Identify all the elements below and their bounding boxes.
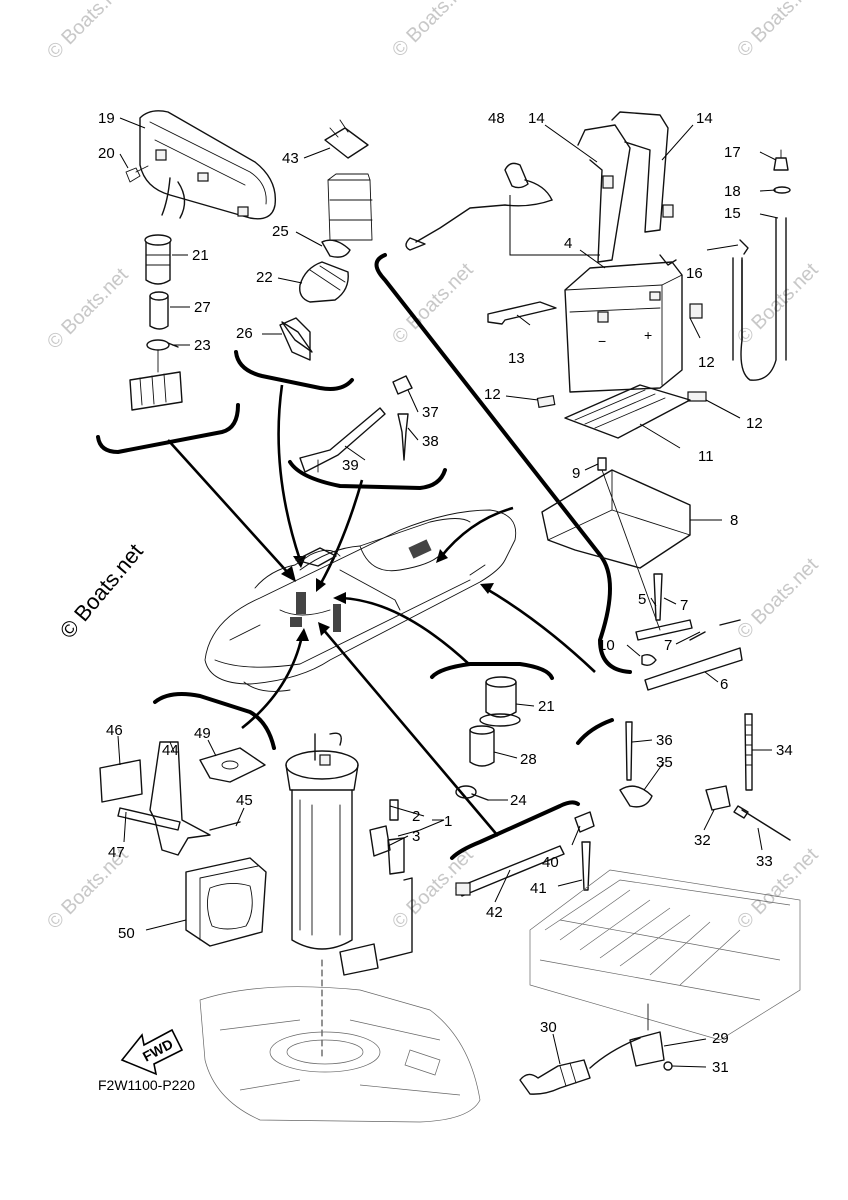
meter-assembly — [125, 110, 277, 411]
battery-straps — [577, 111, 674, 263]
parts-37-38-39 — [299, 375, 413, 473]
forward-direction-arrow: FWD — [120, 1028, 184, 1076]
ecu-bracket-group — [99, 741, 267, 947]
callout-8: 8 — [730, 512, 738, 529]
callout-47: 47 — [108, 844, 125, 861]
watermark: © Boats.net — [733, 844, 823, 934]
parts-25-22-26 — [279, 239, 351, 361]
callout-34: 34 — [776, 742, 793, 759]
parts-40-41-42 — [455, 811, 595, 897]
group-brackets — [96, 253, 632, 860]
callout-28: 28 — [520, 751, 537, 768]
callout-49: 49 — [194, 725, 211, 742]
callout-12: 12 — [698, 354, 715, 371]
callout-25: 25 — [272, 223, 289, 240]
callout-12: 12 — [484, 386, 501, 403]
callout-21: 21 — [538, 698, 555, 715]
callout-23: 23 — [194, 337, 211, 354]
callout-33: 33 — [756, 853, 773, 870]
svg-text:−: − — [598, 333, 606, 349]
vent-hose — [732, 149, 791, 381]
callout-15: 15 — [724, 205, 741, 222]
callout-26: 26 — [236, 325, 253, 342]
callout-1: 1 — [444, 813, 452, 830]
battery-pads — [487, 301, 707, 439]
battery: − + — [564, 254, 683, 393]
callout-14: 14 — [696, 110, 713, 127]
watermark: © Boats.net — [733, 259, 823, 349]
watercraft-hull — [204, 509, 517, 692]
callout-38: 38 — [422, 433, 439, 450]
callout-9: 9 — [572, 465, 580, 482]
callout-14: 14 — [528, 110, 545, 127]
callout-48: 48 — [488, 110, 505, 127]
callout-18: 18 — [724, 183, 741, 200]
callout-7: 7 — [664, 637, 672, 654]
callout-3: 3 — [412, 828, 420, 845]
callout-20: 20 — [98, 145, 115, 162]
callout-5: 5 — [638, 591, 646, 608]
callout-45: 45 — [236, 792, 253, 809]
callout-43: 43 — [282, 150, 299, 167]
battery-box — [541, 457, 743, 691]
callout-2: 2 — [412, 808, 420, 825]
callout-12: 12 — [746, 415, 763, 432]
watermark: © Boats.net — [43, 0, 133, 64]
callout-17: 17 — [724, 144, 741, 161]
callout-24: 24 — [510, 792, 527, 809]
callout-37: 37 — [422, 404, 439, 421]
deck-frame — [529, 869, 801, 1041]
callout-40: 40 — [542, 854, 559, 871]
parts-29-30-31 — [519, 1003, 673, 1095]
callout-44: 44 — [162, 742, 179, 759]
parts-21-28-24 — [455, 676, 521, 801]
callout-19: 19 — [98, 110, 115, 127]
callout-29: 29 — [712, 1030, 729, 1047]
svg-text:+: + — [644, 327, 652, 343]
part-43 — [324, 119, 373, 241]
callout-16: 16 — [686, 265, 703, 282]
copyright-mark: © Boats.net — [55, 539, 148, 643]
callout-22: 22 — [256, 269, 273, 286]
callout-10: 10 — [598, 637, 615, 654]
callout-13: 13 — [508, 350, 525, 367]
callout-30: 30 — [540, 1019, 557, 1036]
pointer-arrows — [167, 384, 596, 837]
watermark: © Boats.net — [733, 0, 823, 62]
fuel-pump-assembly — [285, 732, 413, 1061]
leader-lines — [117, 117, 779, 1068]
callout-7: 7 — [680, 597, 688, 614]
callout-35: 35 — [656, 754, 673, 771]
callout-46: 46 — [106, 722, 123, 739]
callout-11: 11 — [698, 448, 714, 465]
callout-labels: 19 20 21 27 23 43 25 22 26 48 14 14 17 1… — [98, 110, 793, 1076]
watermark: © Boats.net — [43, 264, 133, 354]
callout-41: 41 — [530, 880, 547, 897]
watermark: © Boats.net — [388, 0, 478, 62]
diagram-code: F2W1100-P220 — [98, 1077, 195, 1093]
watermark-layer: © Boats.net © Boats.net © Boats.net © Bo… — [43, 0, 823, 934]
callout-4: 4 — [564, 235, 572, 252]
callout-36: 36 — [656, 732, 673, 749]
callout-42: 42 — [486, 904, 503, 921]
hull-floor — [199, 986, 481, 1123]
watermark: © Boats.net — [733, 554, 823, 644]
callout-21: 21 — [192, 247, 209, 264]
callout-6: 6 — [720, 676, 728, 693]
callout-31: 31 — [712, 1059, 729, 1076]
callout-32: 32 — [694, 832, 711, 849]
parts-32-to-36 — [619, 713, 791, 841]
part-48-sensor — [405, 162, 600, 256]
callout-50: 50 — [118, 925, 135, 942]
callout-39: 39 — [342, 457, 359, 474]
callout-27: 27 — [194, 299, 211, 316]
